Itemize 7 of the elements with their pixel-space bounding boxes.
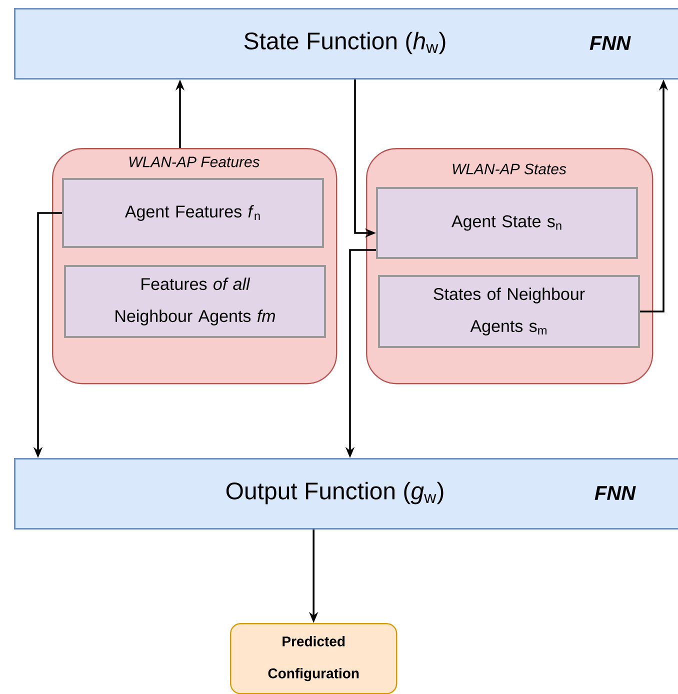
agent-box: Agent State s$_{n}$ [376, 187, 638, 259]
agent-box: States of Neighbour Agents s$_{m}$ [378, 275, 640, 348]
network-label: FNN [594, 486, 636, 500]
agent-box: Features of all Neighbour Agents fm [64, 265, 326, 338]
network-label: FNN [590, 36, 631, 50]
result-box: Predicted Configuration [230, 623, 398, 694]
agent-box: Agent Features f$_{n}$ [62, 178, 324, 248]
